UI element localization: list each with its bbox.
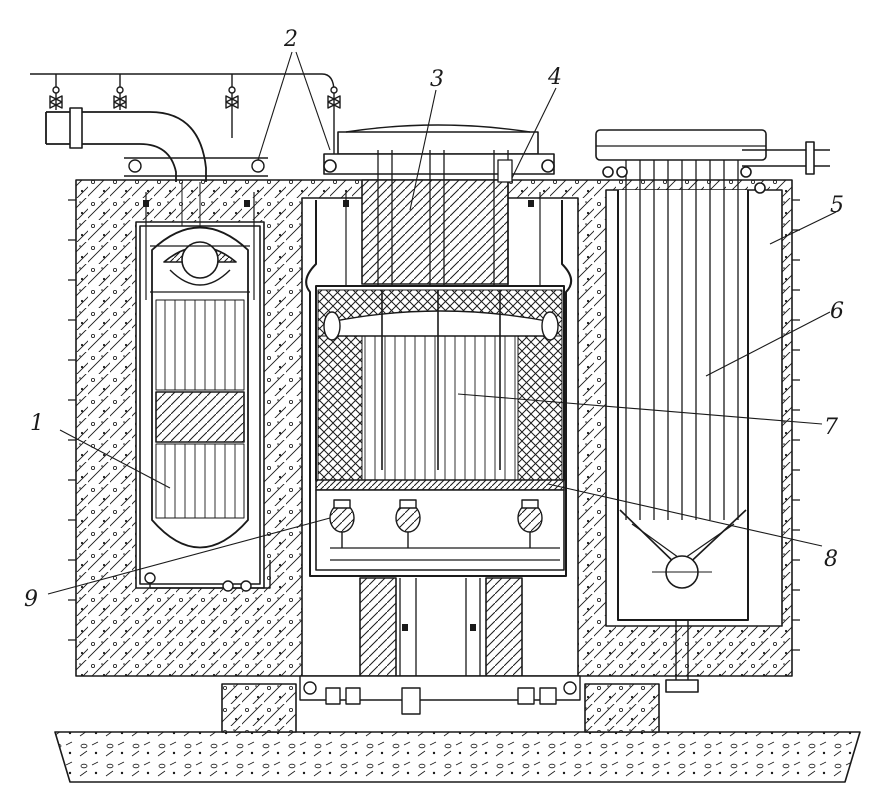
lower-shield bbox=[359, 577, 523, 677]
callout-2: 2 bbox=[283, 27, 298, 52]
drive-mechanisms bbox=[329, 499, 543, 548]
callout-7: 7 bbox=[824, 415, 838, 440]
leader-lines bbox=[47, 51, 837, 595]
callout-3: 3 bbox=[430, 67, 444, 92]
callout-6: 6 bbox=[830, 299, 844, 324]
shield-right-cladding bbox=[792, 199, 800, 651]
pressurizer-vessel bbox=[139, 225, 261, 585]
ground-slab bbox=[54, 731, 861, 783]
reactor-bottom-nozzles bbox=[299, 675, 581, 715]
callout-5: 5 bbox=[830, 193, 844, 218]
reactor-core bbox=[315, 285, 565, 481]
callout-4: 4 bbox=[547, 65, 562, 90]
heat-exchanger bbox=[595, 129, 830, 693]
callout-1: 1 bbox=[30, 411, 44, 436]
left-vessel-nozzles bbox=[124, 157, 268, 300]
shield-left-cladding bbox=[68, 199, 76, 641]
foundation-pedestal-left bbox=[221, 683, 297, 733]
callout-9: 9 bbox=[24, 587, 38, 612]
foundation-pedestal-right bbox=[584, 683, 660, 733]
callout-8: 8 bbox=[824, 547, 838, 572]
main-steam-line bbox=[45, 107, 207, 226]
left-vessel-bottom-loop bbox=[144, 560, 271, 592]
valve-header bbox=[30, 73, 341, 154]
